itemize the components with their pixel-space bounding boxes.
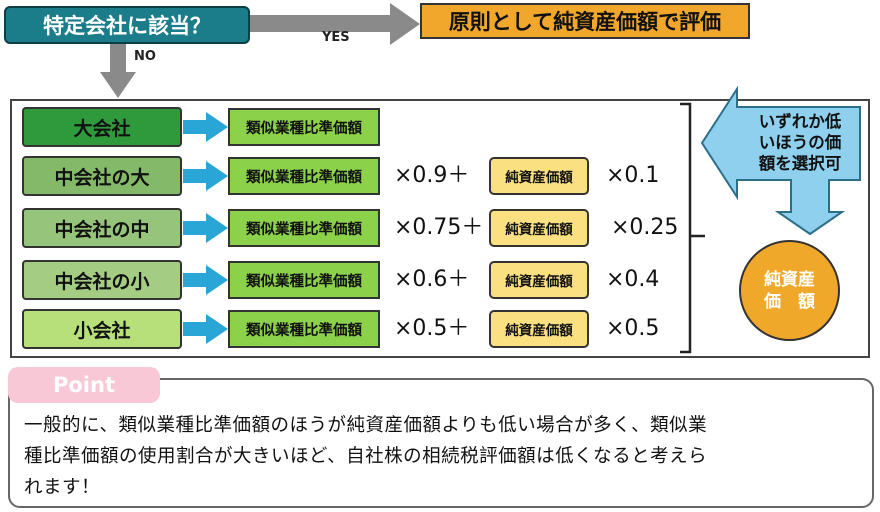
- row-arrow-icon: [183, 314, 228, 344]
- choice-callout: いずれか低 いほうの価 額を選択可: [740, 111, 860, 174]
- question-box: 特定会社に該当？: [4, 6, 250, 44]
- ruiji-box: 類似業種比準価額: [228, 261, 380, 299]
- yes-arrow: [250, 3, 420, 45]
- choice-line: いほうの価: [758, 133, 842, 152]
- no-arrow: [100, 44, 136, 98]
- row-arrow-icon: [183, 112, 228, 142]
- company-label-medium-small: 中会社の小: [22, 260, 182, 300]
- net-asset-box: 純資産価額: [489, 261, 589, 299]
- row-arrow-icon: [183, 213, 228, 243]
- net-multiplier: ×0.25: [611, 215, 679, 240]
- no-label: NO: [134, 49, 156, 64]
- row-arrow-icon: [183, 161, 228, 191]
- point-text: 一般的に、類似業種比準価額のほうが純資産価額よりも低い場合が多く、類似業 種比準…: [24, 410, 864, 503]
- point-line: れます！: [24, 477, 101, 498]
- point-tab: Point: [8, 367, 160, 403]
- company-label-medium-large: 中会社の大: [22, 156, 182, 196]
- point-line: 一般的に、類似業種比準価額のほうが純資産価額よりも低い場合が多く、類似業: [24, 415, 708, 436]
- ruiji-multiplier: ×0.5＋: [394, 316, 470, 341]
- ruiji-box: 類似業種比準価額: [228, 209, 380, 247]
- company-label-large: 大会社: [22, 107, 182, 147]
- ruiji-multiplier: ×0.75＋: [394, 215, 484, 240]
- callout-arrow: [700, 85, 861, 236]
- row-arrows: [183, 112, 228, 344]
- net-multiplier: ×0.4: [606, 267, 660, 292]
- circle-line: 純資産: [764, 269, 815, 290]
- point-line: 種比準価額の使用割合が大きいほど、自社株の相続税評価額は低くなると考えら: [24, 446, 708, 467]
- circle-line: 価 額: [764, 291, 815, 312]
- bracket-icon: [680, 102, 705, 354]
- net-multiplier: ×0.5: [606, 316, 660, 341]
- yes-label: YES: [322, 30, 350, 45]
- net-asset-box: 純資産価額: [489, 310, 589, 348]
- company-label-medium-medium: 中会社の中: [22, 208, 182, 248]
- net-asset-circle: 純資産 価 額: [739, 240, 840, 341]
- net-asset-box: 純資産価額: [489, 209, 589, 247]
- net-multiplier: ×0.1: [606, 163, 660, 188]
- ruiji-box: 類似業種比準価額: [228, 108, 380, 146]
- ruiji-multiplier: ×0.9＋: [394, 163, 470, 188]
- ruiji-box: 類似業種比準価額: [228, 157, 380, 195]
- choice-line: いずれか低: [758, 112, 842, 131]
- row-arrow-icon: [183, 265, 228, 295]
- choice-line: 額を選択可: [758, 154, 842, 173]
- yes-result-box: 原則として純資産価額で評価: [420, 3, 750, 39]
- company-label-small: 小会社: [22, 309, 182, 349]
- ruiji-multiplier: ×0.6＋: [394, 267, 470, 292]
- net-asset-box: 純資産価額: [489, 157, 589, 195]
- ruiji-box: 類似業種比準価額: [228, 310, 380, 348]
